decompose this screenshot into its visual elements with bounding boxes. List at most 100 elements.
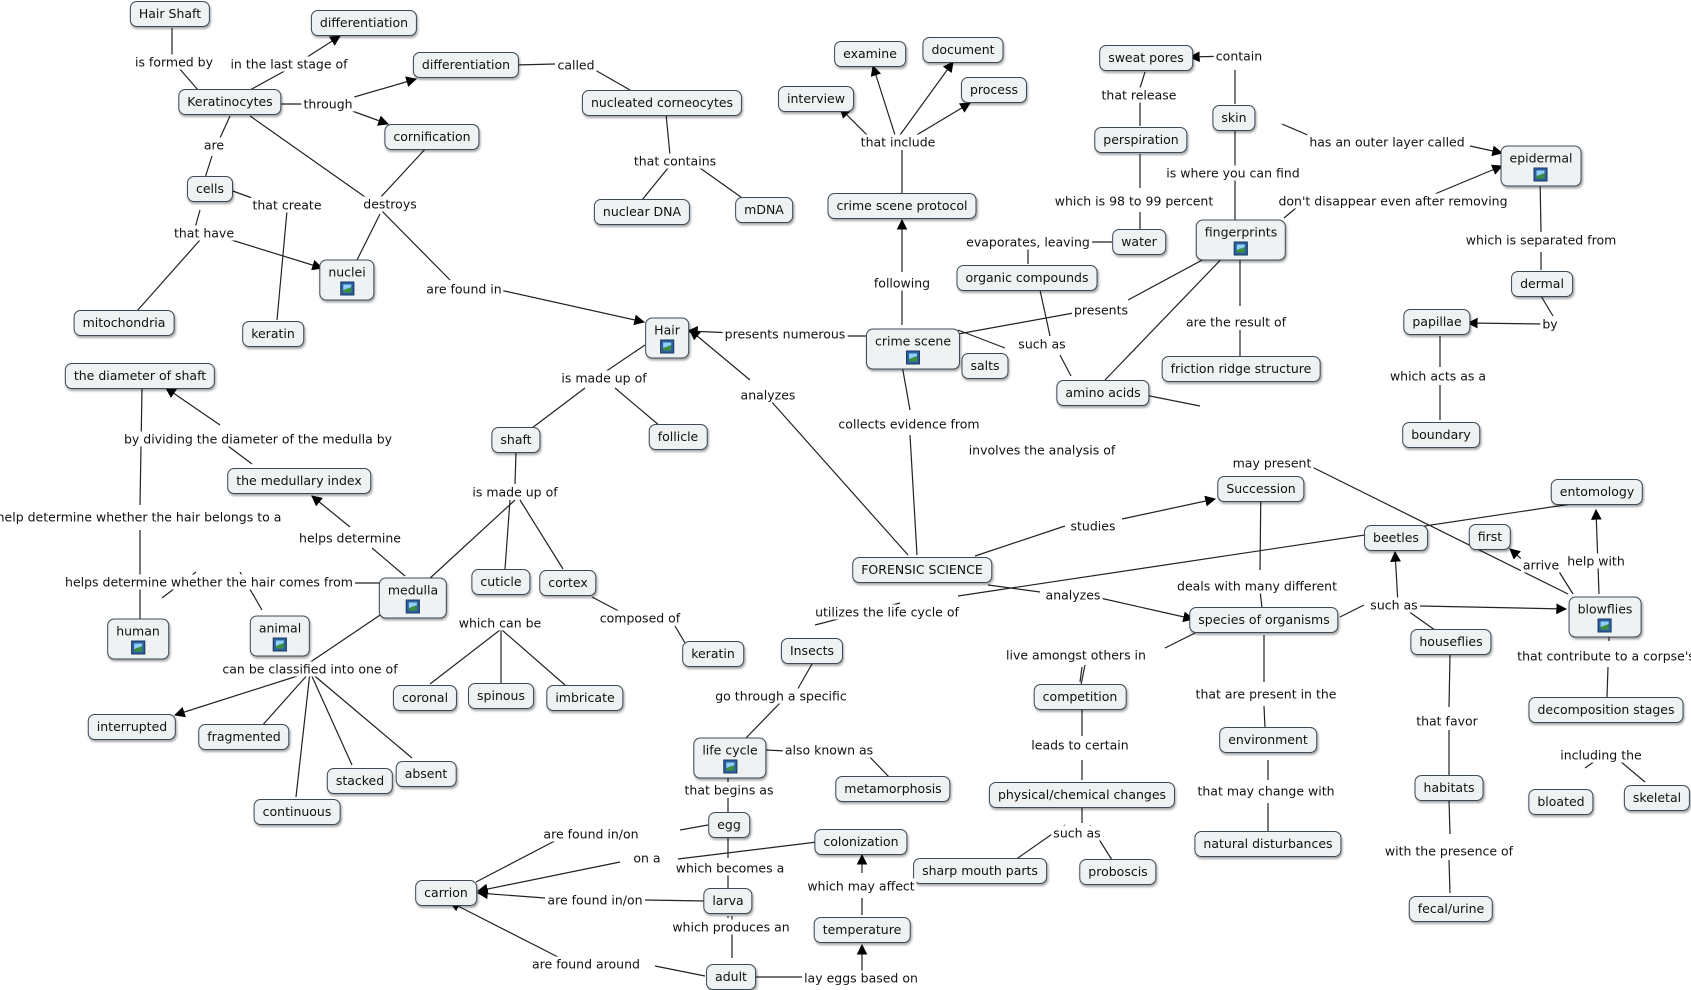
- concept-differentiation[interactable]: differentiation: [412, 52, 520, 78]
- concept-epidermal[interactable]: epidermal: [1500, 145, 1582, 187]
- concept-nuclei[interactable]: nuclei: [319, 259, 375, 301]
- concept-temperature[interactable]: temperature: [813, 917, 911, 943]
- concept-examine[interactable]: examine: [834, 41, 906, 67]
- concept-first[interactable]: first: [1468, 524, 1512, 550]
- concept-friction-ridge-structure[interactable]: friction ridge structure: [1161, 356, 1321, 382]
- image-icon[interactable]: [1533, 167, 1548, 182]
- concept-proboscis[interactable]: proboscis: [1079, 859, 1157, 885]
- concept-cornification[interactable]: cornification: [384, 124, 480, 150]
- concept-sweat-pores[interactable]: sweat pores: [1099, 45, 1193, 71]
- concept-coronal[interactable]: coronal: [392, 685, 458, 711]
- image-icon[interactable]: [339, 281, 354, 296]
- image-icon[interactable]: [273, 637, 287, 652]
- concept-papillae[interactable]: papillae: [1403, 309, 1471, 335]
- concept-skin[interactable]: skin: [1212, 105, 1256, 131]
- concept-organic-compounds[interactable]: organic compounds: [956, 265, 1098, 291]
- concept-species-of-organisms[interactable]: species of organisms: [1189, 607, 1339, 633]
- concept-physical-chemical-changes[interactable]: physical/chemical changes: [988, 782, 1176, 808]
- concept-process[interactable]: process: [960, 77, 1028, 103]
- image-icon[interactable]: [1233, 241, 1248, 256]
- concept-insects[interactable]: Insects: [780, 638, 844, 664]
- concept-cortex[interactable]: cortex: [539, 570, 597, 596]
- concept-spinous[interactable]: spinous: [468, 683, 534, 709]
- concept-sharp-mouth-parts[interactable]: sharp mouth parts: [913, 858, 1047, 884]
- concept-larva[interactable]: larva: [703, 888, 753, 914]
- node-label: colonization: [823, 834, 899, 849]
- concept-differentiation[interactable]: differentiation: [310, 10, 418, 36]
- concept-entomology[interactable]: entomology: [1550, 479, 1644, 505]
- concept-medulla[interactable]: medulla: [378, 577, 448, 619]
- concept-hair[interactable]: Hair: [645, 317, 689, 359]
- concept-water[interactable]: water: [1112, 229, 1166, 255]
- link-which-acts-as-a: which acts as a: [1387, 368, 1489, 384]
- concept-competition[interactable]: competition: [1033, 684, 1127, 710]
- concept-amino-acids[interactable]: amino acids: [1056, 380, 1150, 406]
- concept-fragmented[interactable]: fragmented: [198, 724, 290, 750]
- image-icon[interactable]: [406, 599, 420, 614]
- link-are-the-result-of: are the result of: [1183, 314, 1289, 330]
- concept-habitats[interactable]: habitats: [1414, 775, 1484, 801]
- concept-adult[interactable]: adult: [706, 964, 756, 990]
- concept-keratin[interactable]: keratin: [682, 641, 744, 667]
- concept-skeletal[interactable]: skeletal: [1623, 785, 1691, 811]
- concept-fecal-urine[interactable]: fecal/urine: [1408, 896, 1494, 922]
- image-icon[interactable]: [1597, 618, 1612, 633]
- concept-metamorphosis[interactable]: metamorphosis: [835, 776, 951, 802]
- concept-forensic-science[interactable]: FORENSIC SCIENCE: [852, 557, 992, 583]
- concept-houseflies[interactable]: houseflies: [1410, 629, 1492, 655]
- concept-beetles[interactable]: beetles: [1364, 525, 1428, 551]
- concept-follicle[interactable]: follicle: [648, 424, 708, 450]
- concept-shaft[interactable]: shaft: [491, 427, 541, 453]
- concept-stacked[interactable]: stacked: [326, 768, 394, 794]
- concept-diameter-of-shaft[interactable]: the diameter of shaft: [64, 363, 216, 389]
- concept-keratinocytes[interactable]: Keratinocytes: [178, 89, 282, 115]
- concept-nuclear-dna[interactable]: nuclear DNA: [593, 199, 691, 225]
- concept-animal[interactable]: animal: [249, 615, 311, 657]
- concept-salts[interactable]: salts: [961, 353, 1009, 379]
- concept-cuticle[interactable]: cuticle: [471, 569, 531, 595]
- concept-nucleated-corneocytes[interactable]: nucleated corneocytes: [581, 90, 743, 116]
- concept-interrupted[interactable]: interrupted: [87, 714, 177, 740]
- concept-continuous[interactable]: continuous: [253, 799, 341, 825]
- concept-human[interactable]: human: [107, 618, 169, 660]
- image-icon[interactable]: [130, 640, 145, 655]
- concept-perspiration[interactable]: perspiration: [1094, 127, 1188, 153]
- concept-mdna[interactable]: mDNA: [735, 197, 793, 223]
- concept-crime-scene-protocol[interactable]: crime scene protocol: [827, 193, 977, 219]
- concept-absent[interactable]: absent: [395, 761, 457, 787]
- concept-keratin[interactable]: keratin: [242, 321, 304, 347]
- link-live-amongst-others-in: live amongst others in: [1004, 647, 1148, 663]
- link-are-found-in-on: are found in/on: [545, 892, 645, 908]
- concept-medullary-index[interactable]: the medullary index: [227, 468, 371, 494]
- link-such-as: such as: [1051, 825, 1103, 841]
- concept-environment[interactable]: environment: [1219, 727, 1317, 753]
- concept-interview[interactable]: interview: [778, 86, 854, 112]
- concept-hair-shaft[interactable]: Hair Shaft: [129, 1, 211, 27]
- concept-dermal[interactable]: dermal: [1511, 271, 1573, 297]
- concept-imbricate[interactable]: imbricate: [546, 685, 624, 711]
- concept-crime-scene[interactable]: crime scene: [865, 328, 961, 370]
- concept-decomposition-stages[interactable]: decomposition stages: [1528, 697, 1684, 723]
- concept-egg[interactable]: egg: [708, 812, 750, 838]
- concept-mitochondria[interactable]: mitochondria: [73, 310, 175, 336]
- link-contain: contain: [1213, 48, 1265, 64]
- image-icon[interactable]: [659, 339, 674, 354]
- image-icon[interactable]: [722, 759, 737, 774]
- concept-bloated[interactable]: bloated: [1528, 789, 1594, 815]
- concept-document[interactable]: document: [922, 37, 1004, 63]
- concept-cells[interactable]: cells: [186, 176, 234, 202]
- link-which-may-affect: which may affect: [805, 878, 917, 894]
- concept-fingerprints[interactable]: fingerprints: [1195, 219, 1287, 261]
- concept-boundary[interactable]: boundary: [1402, 422, 1480, 448]
- concept-life-cycle[interactable]: life cycle: [693, 737, 767, 779]
- link-in-the-last-stage-of: in the last stage of: [228, 56, 350, 72]
- node-label: Keratinocytes: [187, 94, 273, 109]
- concept-blowflies[interactable]: blowflies: [1568, 596, 1642, 638]
- concept-colonization[interactable]: colonization: [814, 829, 908, 855]
- node-label: shaft: [500, 432, 532, 447]
- concept-carrion[interactable]: carrion: [415, 880, 477, 906]
- link-is-where-you-can-find: is where you can find: [1164, 165, 1302, 181]
- image-icon[interactable]: [905, 350, 920, 365]
- concept-natural-disturbances[interactable]: natural disturbances: [1194, 831, 1342, 857]
- concept-succession[interactable]: Succession: [1217, 476, 1305, 502]
